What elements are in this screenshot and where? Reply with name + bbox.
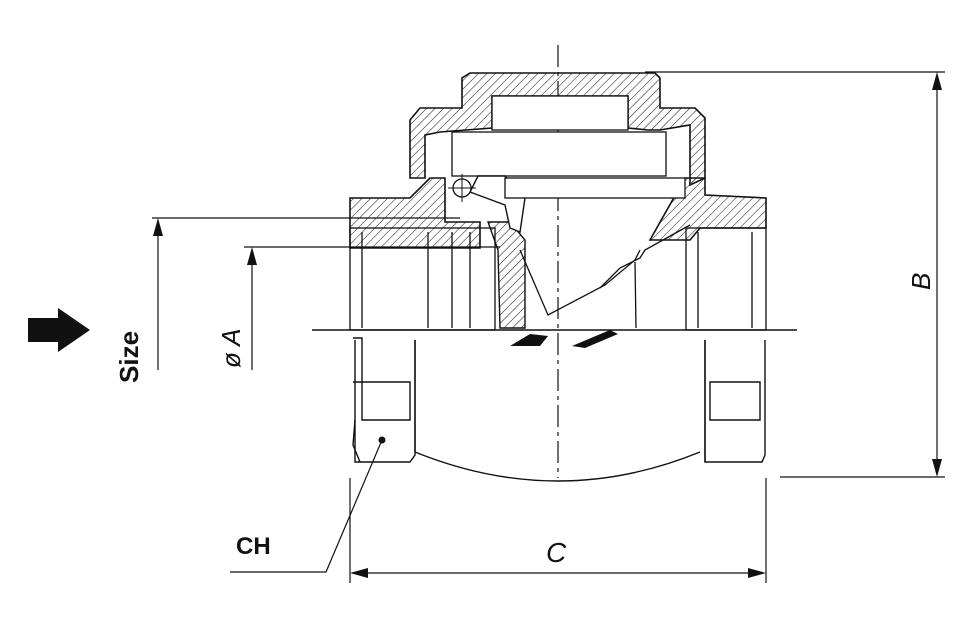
ch-leader-line bbox=[230, 439, 383, 573]
seat-marks bbox=[510, 330, 618, 348]
valve-body-lower bbox=[352, 337, 766, 482]
dimension-arrowheads bbox=[153, 72, 942, 578]
valve-cap bbox=[409, 72, 706, 187]
size-label: Size bbox=[114, 331, 144, 383]
dimension-lines bbox=[152, 45, 945, 583]
diameter-a-label: ø A bbox=[216, 329, 246, 368]
arrow-right-icon bbox=[28, 308, 90, 352]
dim-c-label: C bbox=[546, 537, 567, 568]
ch-label: CH bbox=[236, 533, 271, 560]
valve-body-upper bbox=[349, 174, 767, 329]
dim-b-label: B bbox=[906, 273, 936, 290]
ch-marker-dot bbox=[378, 436, 386, 444]
threaded-ports bbox=[349, 227, 767, 331]
